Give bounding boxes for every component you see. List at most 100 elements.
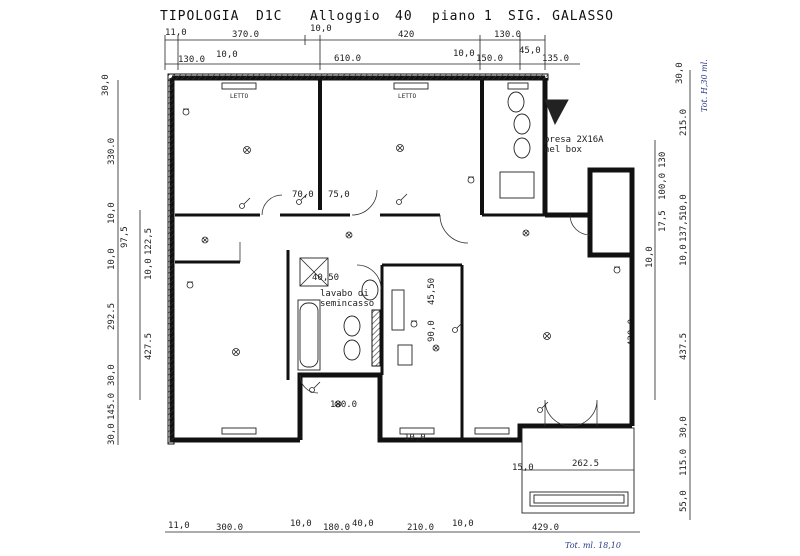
dim-int-1: 70,0 [292,190,314,200]
dim-right-7: 30,0 [679,416,689,438]
switch-icon [452,321,464,333]
ceiling-light-icon [345,231,353,239]
dim-top-3: 10,0 [310,24,332,34]
dim-int-5: 15,0 [512,463,534,473]
dim-right-11: 100,0 [658,173,668,200]
note-lavabo-line2: semincasso [320,299,374,309]
handwritten-total-bottom: Tot. ml. 18,10 [565,541,621,550]
dim-top-2: 370.0 [232,30,259,40]
dimension-lines-right: 30,0 215.0 10,0 137,5 10,0 437.5 30,0 11… [627,59,709,520]
door-swings [239,189,598,427]
switch-icon [396,193,408,205]
switch-icon [239,197,251,209]
dim-bottom-8: 429.0 [532,523,559,533]
dim-int-6: 90,0 [427,320,437,342]
dim-left-2: 330.0 [107,138,117,165]
interior-dimensions: 70,0 75,0 180.0 262.5 15,0 90,0 45,50 40… [292,190,599,473]
dim-int-9: 10,0 [404,433,426,443]
dim-bottom-5: 40,0 [352,519,374,529]
dimension-lines-top: 11,0 370.0 10,0 420 130.0 130.0 10,0 610… [164,24,580,70]
dim-right-4: 137,5 [679,215,689,242]
room-label-1: LETTO [230,93,248,100]
outer-walls [167,73,635,445]
wall-socket-icon [186,281,194,289]
dim-top-8: 610.0 [334,54,361,64]
dim-left-7: 145.0 [107,393,117,420]
dim-right-5: 10,0 [679,244,689,266]
dimension-lines-bottom: 11,0 300.0 10,0 180.0 40,0 210.0 10,0 42… [165,519,640,550]
title-tipologia: TIPOLOGIA [160,9,239,24]
dim-int-3: 180.0 [330,400,357,410]
plan-title: TIPOLOGIA D1C Alloggio 40 piano 1 SIG. G… [160,9,614,24]
interior-walls [175,80,545,440]
wall-socket-icon [467,176,475,184]
dim-right-9: 55,0 [679,490,689,512]
dim-bottom-3: 10,0 [290,519,312,529]
dim-left-5: 292.5 [107,303,117,330]
dim-top-4: 420 [398,30,414,40]
ceiling-light-icon [522,229,530,237]
title-owner: SIG. GALASSO [508,9,614,24]
windows [221,82,529,435]
dim-left-11: 10,0 [144,258,154,280]
dim-int-7: 45,50 [427,278,437,305]
dim-left-1: 30,0 [101,74,111,96]
dim-right-10: 130 [658,152,668,168]
room-label-2: LETTO [398,93,416,100]
dim-right-3: 10,0 [679,194,689,216]
title-code: D1C [256,9,282,24]
ceiling-light-icon [232,348,240,356]
note-presa-line1: presa 2X16A [544,135,604,145]
dim-left-6: 30,0 [107,364,117,386]
dim-top-5: 130.0 [494,30,521,40]
dim-left-10: 122,5 [144,228,154,255]
dim-left-8: 30,0 [107,423,117,445]
dim-right-2: 215.0 [679,109,689,136]
dim-int-8: 40,50 [312,273,339,283]
dim-bottom-1: 11,0 [168,521,190,531]
note-presa-line2: nel box [544,145,583,155]
ceiling-light-icon [432,344,440,352]
switch-icon [309,381,321,393]
ceiling-light-icon [396,144,404,152]
dim-left-12: 427.5 [144,333,154,360]
balcony [521,427,635,514]
dim-top-11: 45,0 [519,46,541,56]
dim-top-12: 135.0 [542,54,569,64]
title-alloggio-num: 40 [395,9,413,24]
dim-left-4: 10,0 [107,248,117,270]
ceiling-light-icon [543,332,551,340]
dim-left-9: 97,5 [120,226,130,248]
wall-socket-icon [182,108,190,116]
wall-socket-icon [613,266,621,274]
dim-right-13: 10,0 [645,246,655,268]
dim-top-1: 11,0 [165,28,187,38]
dim-top-6: 130.0 [178,55,205,65]
dim-int-2: 75,0 [328,190,350,200]
dim-right-6: 437.5 [679,333,689,360]
handwritten-total-right: Tot. H,30 ml. [700,59,709,112]
text-notes: presa 2X16A nel box lavabo di semincasso… [230,93,604,309]
electrical-symbols [182,108,621,413]
switch-icon [537,401,549,413]
dim-bottom-2: 300.0 [216,523,243,533]
dim-right-1: 30,0 [675,62,685,84]
title-alloggio: Alloggio [310,9,381,24]
dim-right-8: 115.0 [679,449,689,476]
dim-top-10: 150.0 [476,54,503,64]
dim-left-3: 10,0 [107,202,117,224]
wall-socket-icon [410,320,418,328]
note-lavabo-line1: lavabo di [320,289,369,299]
dim-bottom-6: 210.0 [407,523,434,533]
dim-int-4: 262.5 [572,459,599,469]
bathroom-fixtures [297,91,569,371]
dimension-lines-left: 30,0 330.0 10,0 10,0 292.5 30,0 145.0 30… [101,74,154,445]
dim-bottom-4: 180.0 [323,523,350,533]
dim-top-9: 10,0 [453,49,475,59]
title-piano: piano [432,9,476,24]
ceiling-light-icon [201,236,209,244]
dim-top-7: 10,0 [216,50,238,60]
dim-right-12: 17,5 [658,210,668,232]
ceiling-light-icon [243,146,251,154]
